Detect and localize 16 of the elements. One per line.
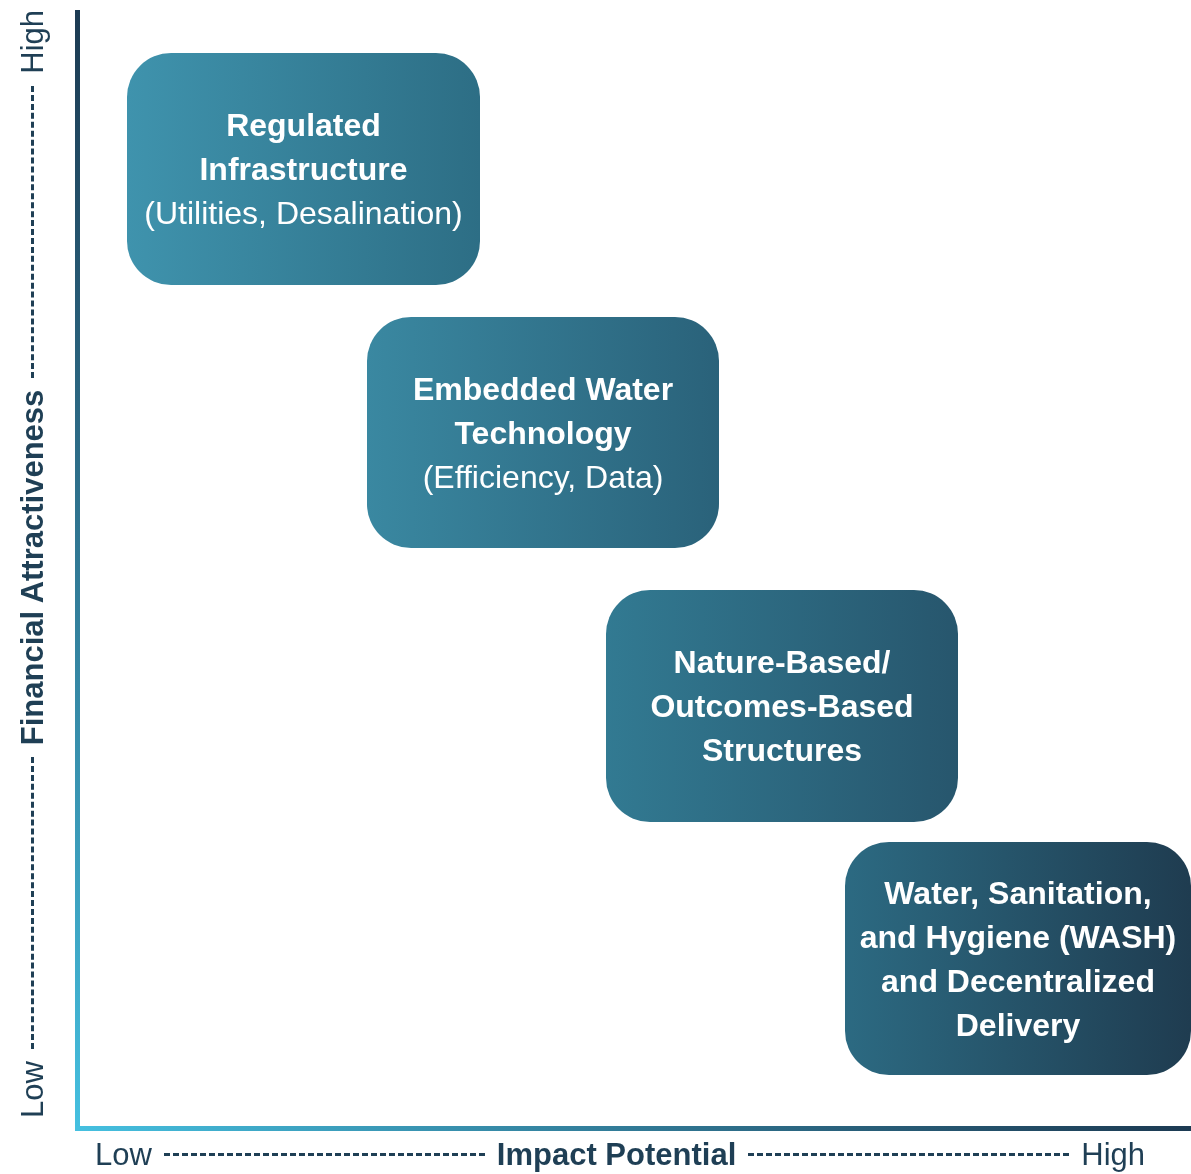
category-box xyxy=(845,842,1191,1075)
axis-tick-label: High xyxy=(1081,1138,1145,1170)
box-subtext: (Efficiency, Data) xyxy=(422,457,664,497)
category-box xyxy=(367,317,719,548)
box-subtext: (Utilities, Desalination) xyxy=(144,194,463,233)
category-box xyxy=(606,590,958,822)
category-box xyxy=(127,53,480,285)
axis-tick-label: Low xyxy=(95,1138,152,1170)
axis-title: Financial Attractiveness xyxy=(16,389,48,746)
axis-title: Impact Potential xyxy=(496,1138,737,1170)
box-heading: Embedded Water Technology xyxy=(411,369,675,453)
box-heading: Water, Sanitation, and Hygiene (WASH) and Decentralized Delivery xyxy=(858,873,1178,1045)
box-heading: Nature-Based/ Outcomes-Based Structures xyxy=(649,643,915,770)
axis-tick-label: Low xyxy=(16,1061,48,1118)
axis-tick-label: High xyxy=(16,10,48,74)
box-heading: Regulated Infrastructure xyxy=(198,106,409,189)
